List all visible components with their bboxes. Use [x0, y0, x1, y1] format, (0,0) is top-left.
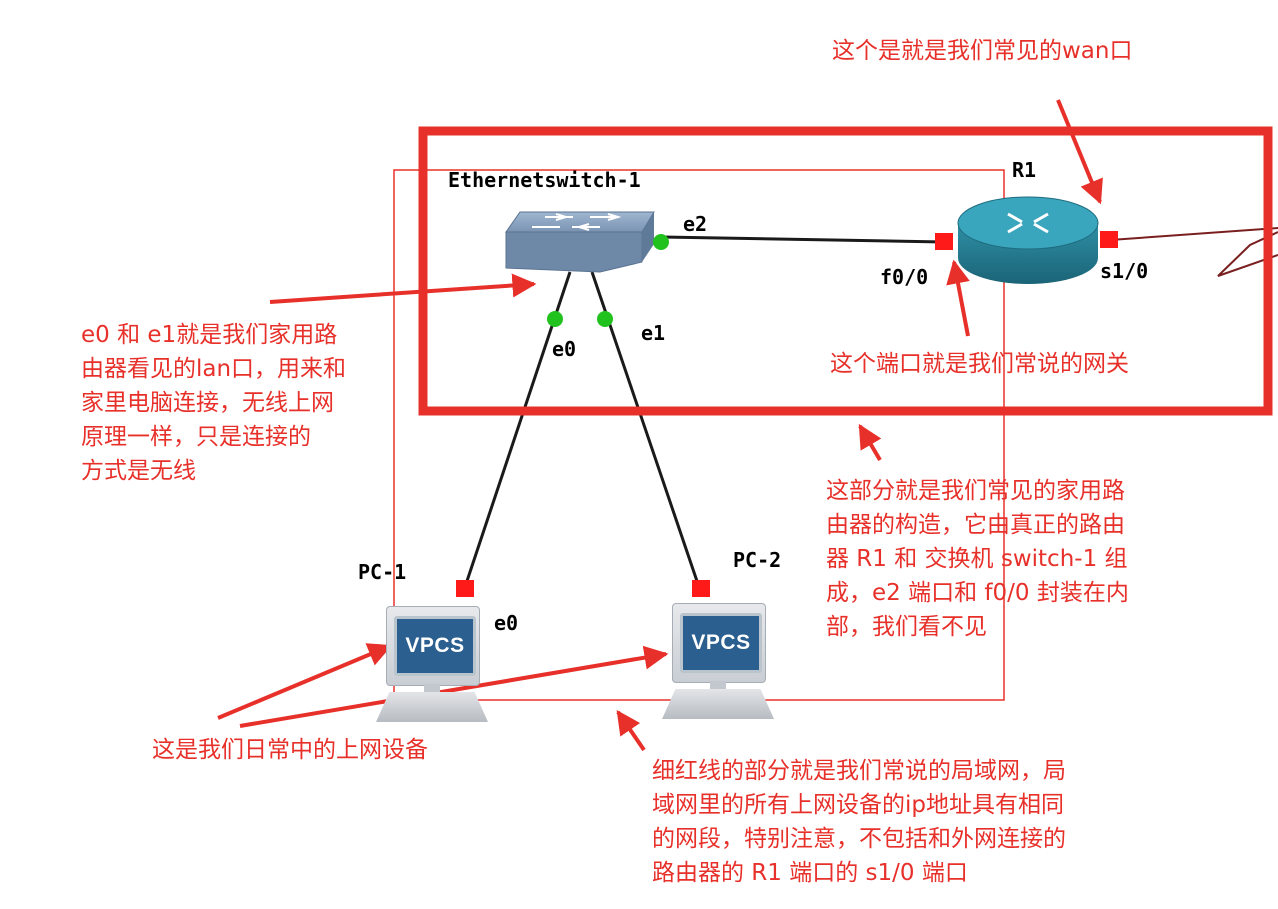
arrow-to-switch [269, 273, 537, 304]
port-indicator-pc1 [456, 580, 474, 597]
port-label-s10: s1/0 [1100, 259, 1149, 283]
port-label-e1: e1 [641, 321, 666, 345]
switch-icon [505, 211, 655, 273]
pc1-screen: VPCS [394, 616, 476, 676]
arrow-to-pc2 [239, 645, 669, 728]
port-indicator-f00 [935, 233, 953, 250]
note-lan-ports: e0 和 e1就是我们家用路 由器看见的lan口，用来和 家里电脑连接，无线上网… [81, 322, 347, 484]
port-label-f00: f0/0 [880, 265, 929, 289]
cable-router-wan [1109, 227, 1278, 241]
home-router-boundary-box [418, 126, 1273, 416]
arrow-to-pc1 [217, 643, 393, 720]
port-indicator-s10 [1100, 231, 1118, 248]
port-label-e0: e0 [552, 337, 577, 361]
note-wan-port: 这个是就是我们常见的wan口 [832, 38, 1133, 64]
note-gateway: 这个端口就是我们常说的网关 [830, 351, 1129, 377]
arrow-to-lan-box [616, 710, 646, 752]
port-label-pc1-e0: e0 [494, 611, 519, 635]
link-up-indicator-e0 [547, 311, 563, 327]
note-devices: 这是我们日常中的上网设备 [152, 737, 428, 763]
router-icon [957, 196, 1099, 284]
pc2-label: PC-2 [733, 548, 782, 572]
pc1-label: PC-1 [358, 560, 407, 584]
arrow-to-gateway-port [946, 259, 970, 337]
note-lan-segment: 细红线的部分就是我们常说的局域网，局 域网里的所有上网设备的ip地址具有相同 的… [652, 758, 1066, 886]
pc1-icon: VPCS [376, 606, 488, 724]
arrow-to-wan-port [1056, 99, 1103, 205]
link-up-indicator-e2 [653, 234, 669, 250]
link-up-indicator-e1 [597, 311, 613, 327]
arrow-to-router-box [858, 423, 882, 462]
switch-label: Ethernetswitch-1 [448, 168, 641, 192]
cable-switch-router [661, 235, 945, 244]
port-indicators [456, 231, 1118, 597]
annotation-arrows [217, 99, 1103, 752]
pc2-icon: VPCS [662, 603, 774, 721]
note-router-structure: 这部分就是我们常见的家用路 由器的构造，它由真正的路由 器 R1 和 交换机 s… [826, 478, 1129, 640]
port-indicator-pc2 [692, 580, 710, 597]
port-label-e2: e2 [683, 212, 708, 236]
router-label: R1 [1012, 158, 1037, 182]
pc2-screen: VPCS [680, 613, 762, 673]
